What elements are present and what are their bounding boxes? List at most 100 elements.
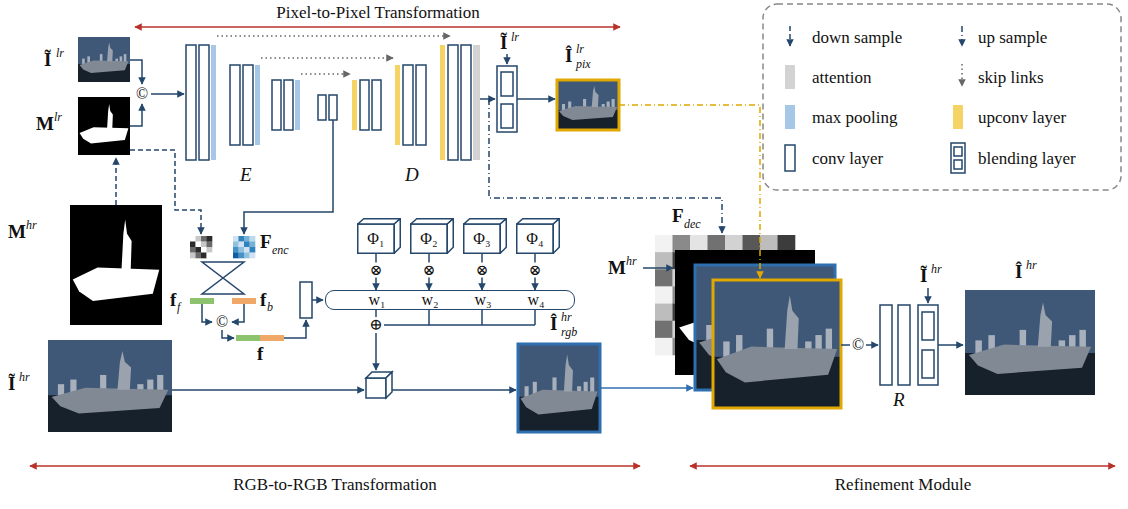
final-output-image (965, 290, 1095, 395)
down-sample-link (115, 158, 117, 205)
blending-inner (501, 72, 513, 96)
math-index: hr (26, 219, 37, 231)
multiply-symbol: ⊗ (475, 263, 490, 278)
math-index: lr (54, 111, 62, 123)
blending-inner (922, 350, 934, 378)
math-symbol: Î (550, 314, 557, 333)
function-label: Φ₁ (367, 231, 384, 247)
legend-icon (954, 147, 962, 156)
wire (312, 299, 323, 301)
math-symbol: F (672, 206, 684, 225)
legend-label: conv layer (812, 150, 883, 167)
upconv-bar (440, 45, 445, 160)
module-letter: R (893, 390, 905, 409)
blending-layer (918, 305, 938, 385)
math-index: lr (576, 43, 584, 55)
encoder-feature-grid (233, 236, 255, 258)
operator-symbol: © (135, 86, 149, 102)
math-index: pix (576, 58, 591, 70)
wire (384, 324, 429, 326)
wire (643, 267, 673, 269)
conv-layer (230, 65, 240, 145)
wire (222, 330, 234, 338)
math-index: f (177, 301, 180, 313)
refine-pixel-image (713, 280, 841, 408)
wire (480, 98, 495, 100)
max-pooling-bar (295, 80, 300, 130)
blending-inner (922, 312, 934, 340)
legend-icon (961, 64, 963, 86)
skip-link (301, 73, 350, 75)
wire (375, 333, 377, 370)
math-symbol: Ĩ (500, 33, 507, 52)
multiply-symbol: ⊗ (422, 263, 437, 278)
math-index: rgb (561, 326, 577, 338)
weight-vector-bar: w₁w₂w₃w₄ (325, 290, 575, 310)
conv-layer (461, 45, 471, 160)
section-arrow (30, 465, 640, 467)
math-index: hr (931, 263, 942, 275)
foreground-feature (190, 298, 214, 304)
up-sample-link (489, 99, 722, 233)
joint-feature (260, 335, 284, 341)
section-title: RGB-to-RGB Transformation (233, 476, 437, 493)
legend-icon (954, 160, 962, 169)
math-index: enc (272, 244, 289, 256)
module-letter: D (405, 165, 419, 184)
wire (506, 54, 508, 64)
operator-symbol: ⊕ (368, 317, 383, 333)
legend-icon (785, 145, 795, 171)
wire (938, 344, 963, 346)
math-symbol: Ĩ (920, 266, 927, 285)
math-index: hr (626, 255, 637, 267)
wire (130, 60, 142, 84)
math-index: hr (561, 311, 572, 323)
input-mask-lowres (78, 97, 130, 155)
wire (429, 310, 535, 325)
skip-link (217, 35, 450, 37)
conv-layer (880, 305, 892, 385)
max-pooling-bar (255, 65, 260, 145)
legend-label: skip links (978, 69, 1044, 86)
math-symbol: f (260, 290, 266, 309)
phi-function-box: Φ₂ (410, 218, 454, 254)
weight-label: w₄ (527, 292, 544, 308)
conv-layer (199, 45, 209, 160)
legend-label: blending layer (978, 150, 1076, 167)
weight-label: w₃ (474, 292, 491, 308)
input-image-lowres (78, 37, 130, 82)
phi-function-box: Φ₄ (516, 218, 560, 254)
joint-feature (236, 335, 260, 341)
wire (481, 310, 483, 325)
conv-layer (448, 45, 458, 160)
wire (600, 387, 693, 389)
max-pooling-bar (211, 45, 216, 160)
section-title: Pixel-to-Pixel Transformation (276, 4, 480, 21)
legend-label: upconv layer (978, 109, 1066, 126)
skip-link (261, 57, 393, 59)
input-mask-highres (70, 205, 162, 325)
function-label: Φ₂ (420, 231, 437, 247)
math-symbol: F (260, 232, 272, 251)
math-symbol: M (608, 258, 626, 277)
wire (392, 389, 516, 391)
math-symbol: f (257, 344, 263, 363)
wire (375, 310, 377, 317)
math-symbol: M (8, 222, 26, 241)
wire (151, 93, 184, 95)
conv-layer (300, 282, 312, 318)
up-sample-link (619, 105, 760, 278)
legend-icon (951, 143, 965, 173)
blending-inner (501, 104, 513, 128)
down-sample-link (130, 150, 201, 234)
math-symbol: f (170, 290, 176, 309)
wire (130, 104, 142, 126)
wire (172, 389, 364, 391)
operator-symbol: © (851, 337, 865, 353)
conv-layer (243, 65, 253, 145)
math-index: hr (1026, 259, 1037, 271)
section-title: Refinement Module (835, 476, 971, 493)
color-transform-cube (366, 372, 392, 398)
